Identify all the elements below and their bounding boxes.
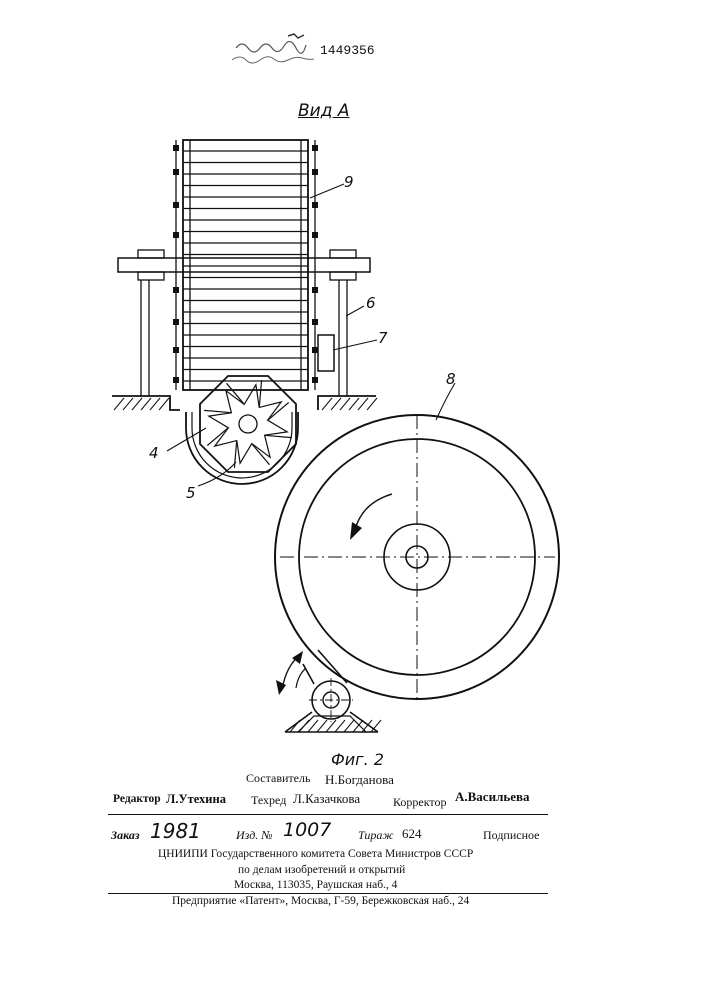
subscription: Подписное bbox=[483, 829, 540, 841]
org-line-3: Москва, 113035, Раушская наб., 4 bbox=[234, 880, 397, 892]
ground-left bbox=[112, 396, 180, 410]
izd-label: Изд. № bbox=[236, 829, 273, 841]
callout-8: 8 bbox=[446, 370, 456, 388]
left-support bbox=[141, 280, 149, 396]
divider-line bbox=[108, 814, 548, 815]
figure-caption: Фиг. 2 bbox=[331, 752, 384, 768]
editor-name: Л.Утехина bbox=[166, 793, 226, 806]
callout-4: 4 bbox=[149, 444, 159, 462]
block-7 bbox=[318, 335, 334, 371]
callout-9: 9 bbox=[344, 173, 354, 191]
org-line-2: по делам изобретений и открытий bbox=[238, 865, 405, 877]
org-line-1: ЦНИИПИ Государственного комитета Совета … bbox=[158, 849, 473, 861]
corrector-label: Корректор bbox=[393, 796, 447, 808]
divider-line-2 bbox=[108, 893, 548, 894]
printer-line: Предприятие «Патент», Москва, Г-59, Бере… bbox=[172, 896, 469, 908]
callout-7: 7 bbox=[378, 329, 388, 347]
editor-label: Редактор bbox=[113, 794, 161, 806]
izd-value: 1007 bbox=[283, 821, 331, 840]
right-support-6 bbox=[339, 280, 347, 396]
compiler-label: Составитель bbox=[246, 772, 310, 784]
print-run-label: Тираж bbox=[358, 829, 394, 841]
order-label: Заказ bbox=[111, 829, 140, 841]
print-run-value: 624 bbox=[402, 827, 422, 840]
compiler-name: Н.Богданова bbox=[325, 773, 394, 786]
drum-assembly bbox=[173, 140, 318, 390]
ground-right bbox=[318, 396, 377, 410]
callout-5: 5 bbox=[186, 484, 196, 502]
wheel-8 bbox=[275, 415, 559, 700]
technical-drawing: 9 6 7 8 4 5 bbox=[0, 0, 707, 760]
techred-label: Техред bbox=[251, 794, 286, 806]
corrector-name: А.Васильева bbox=[455, 790, 530, 803]
techred-name: Л.Казачкова bbox=[293, 792, 360, 805]
order-value: 1981 bbox=[150, 821, 201, 841]
callout-6: 6 bbox=[366, 294, 376, 312]
